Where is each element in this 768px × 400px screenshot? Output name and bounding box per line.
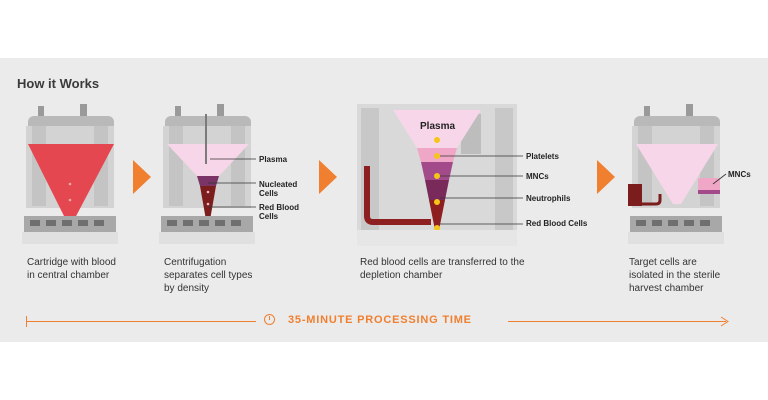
label-nucleated-cells: Nucleated Cells: [259, 180, 298, 198]
plasma-zone: [393, 110, 481, 148]
step-3-caption: Red blood cells are transferred to the d…: [360, 257, 525, 281]
neutrophils-zone: [425, 180, 449, 200]
label-platelets: Platelets: [526, 152, 559, 161]
label-red-blood-cells: Red Blood Cells: [259, 203, 299, 221]
timeline-line-left: [26, 321, 256, 322]
cartridge-step-2: [159, 104, 255, 244]
arrow-icon: [597, 160, 615, 194]
step-4-leader-lines: [712, 173, 727, 185]
nucleated-layer: [197, 176, 219, 186]
step-4-caption: Target cells are isolated in the sterile…: [629, 257, 721, 294]
clock-icon: [264, 314, 275, 325]
processing-time-label: 35-MINUTE PROCESSING TIME: [288, 314, 472, 326]
cartridge-step-4: [628, 104, 724, 244]
timeline-arrowhead-icon: [720, 316, 729, 327]
timeline-line-right: [508, 321, 726, 322]
rbc-zone: [429, 200, 445, 230]
arrow-icon: [319, 160, 337, 194]
mncs-zone: [421, 162, 453, 180]
step-2-leader-lines: [208, 158, 256, 208]
section-heading: How it Works: [17, 76, 100, 91]
blood-cone: [28, 144, 114, 220]
label-plasma: Plasma: [259, 155, 288, 164]
step-1-caption: Cartridge with blood in central chamber: [27, 257, 116, 281]
label-neutrophils: Neutrophils: [526, 194, 571, 203]
arrow-icon: [133, 160, 151, 194]
label-mncs: MNCs: [526, 172, 549, 181]
plasma-layer: [167, 144, 249, 176]
step-3-leader-lines: [440, 155, 523, 225]
depletion-chamber-illustration: [357, 104, 517, 246]
label-mncs: MNCs: [728, 170, 751, 179]
cartridge-step-1: [22, 104, 118, 244]
label-red-blood-cells: Red Blood Cells: [526, 219, 588, 228]
label-plasma: Plasma: [420, 121, 456, 132]
plasma-cone: [636, 144, 718, 204]
step-2-caption: Centrifugation separates cell types by d…: [164, 257, 253, 294]
